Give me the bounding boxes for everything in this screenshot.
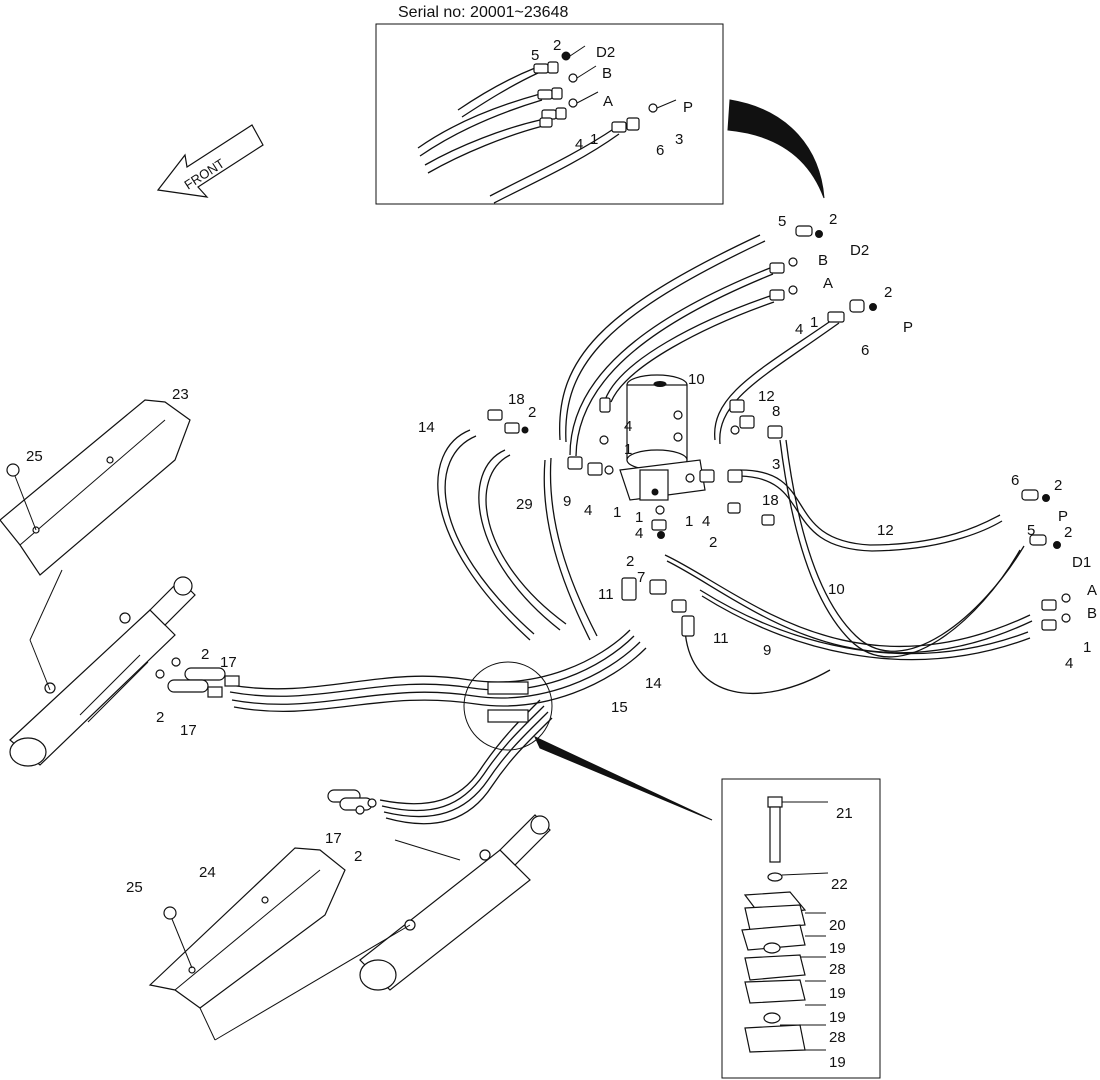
fittings-cluster [487,225,1071,637]
callout-c-9a: 9 [563,493,571,510]
guard-24 [148,847,411,1041]
callout-c-in-d2: D2 [596,44,615,61]
callout-c-25b: 25 [126,879,143,896]
main-hose-bundle [229,429,647,825]
callout-c-b: B [818,252,828,269]
callout-c-1d: 1 [685,513,693,530]
callout-c-4a: 4 [795,321,803,338]
callout-c-in-1: 1 [590,131,598,148]
clamp-detail-box [721,778,881,1079]
callout-c-1a: 1 [810,314,818,331]
callout-c-p: P [903,319,913,336]
callout-c-6a: 6 [861,342,869,359]
callout-c-1e: 1 [635,509,643,526]
callout-c-in-3: 3 [675,131,683,148]
callout-c-19c: 19 [829,1009,846,1026]
callout-c-1b: 1 [624,441,632,458]
callout-c-in-6: 6 [656,142,664,159]
callout-c-18a: 18 [508,391,525,408]
callout-c-4c: 4 [584,502,592,519]
callout-c-2f: 2 [1054,477,1062,494]
serial-number-title: Serial no: 20001~23648 [398,4,568,21]
callout-c-20: 20 [829,917,846,934]
callout-c-2a: 2 [829,211,837,228]
swivel-joint [619,374,706,501]
callout-c-7: 7 [637,569,645,586]
callout-c-19b: 19 [829,985,846,1002]
fittings-17-left [155,657,240,698]
callout-c-24: 24 [199,864,216,881]
callout-c-2b: 2 [884,284,892,301]
callout-c-2j: 2 [354,848,362,865]
callout-c-21: 21 [836,805,853,822]
callout-c-12b: 12 [877,522,894,539]
callout-c-11a: 11 [598,586,614,603]
upper-hose-bundle [543,234,840,641]
callout-c-4f: 4 [1065,655,1073,672]
callout-c-19d: 19 [829,1054,846,1071]
serial-inset-detail [375,23,724,205]
clamp-location [463,661,713,821]
callout-c-in-a: A [603,93,613,110]
front-direction-arrow: FRONT [156,124,264,198]
callout-c-d2: D2 [850,242,869,259]
callout-c-2i: 2 [156,709,164,726]
callout-c-ab: A [1087,582,1097,599]
callout-c-15: 15 [611,699,628,716]
callout-c-10a: 10 [688,371,705,388]
callout-c-17c: 17 [325,830,342,847]
callout-c-17b: 17 [180,722,197,739]
callout-c-19a: 19 [829,940,846,957]
callout-c-pb: P [1058,508,1068,525]
fittings-17-lower [327,789,377,815]
callout-c-29: 29 [516,496,533,513]
callout-c-2e: 2 [626,553,634,570]
bolt-25-lower [163,906,193,969]
callout-c-4d: 4 [702,513,710,530]
callout-c-18b: 18 [762,492,779,509]
callout-c-in-4: 4 [575,136,583,153]
callout-c-12a: 12 [758,388,775,405]
callout-c-25a: 25 [26,448,43,465]
callout-c-d1: D1 [1072,554,1091,571]
callout-c-a: A [823,275,833,292]
bolt-25-upper [6,463,37,531]
callout-c-2h: 2 [201,646,209,663]
callout-c-14b: 14 [645,675,662,692]
right-hose-bundle [664,439,1033,695]
callout-c-2d: 2 [709,534,717,551]
callout-c-4e: 4 [635,525,643,542]
callout-c-28b: 28 [829,1029,846,1046]
callout-c-14a: 14 [418,419,435,436]
callout-c-4b: 4 [624,418,632,435]
cylinder-left-upper [9,576,196,767]
callout-c-in-2a: 2 [553,37,561,54]
callout-c-6b: 6 [1011,472,1019,489]
callout-c-in-p: P [683,99,693,116]
callout-c-1c: 1 [613,504,621,521]
callout-c-3: 3 [772,456,780,473]
callout-c-bb: B [1087,605,1097,622]
callout-c-10b: 10 [828,581,845,598]
callout-c-23: 23 [172,386,189,403]
callout-c-22: 22 [831,876,848,893]
callout-c-1f: 1 [1083,639,1091,656]
callout-c-28a: 28 [829,961,846,978]
callout-c-in-b: B [602,65,612,82]
callout-c-in-5: 5 [531,47,539,64]
callout-c-9b: 9 [763,642,771,659]
callout-c-8: 8 [772,403,780,420]
callout-c-5b: 5 [1027,522,1035,539]
callout-c-11b: 11 [713,630,729,647]
callout-c-5a: 5 [778,213,786,230]
guard-23 [0,399,191,691]
cylinder-lower [359,814,551,991]
inset-pointer-wedge [727,99,825,199]
callout-c-17a: 17 [220,654,237,671]
callout-c-2g: 2 [1064,524,1072,541]
callout-c-2c: 2 [528,404,536,421]
